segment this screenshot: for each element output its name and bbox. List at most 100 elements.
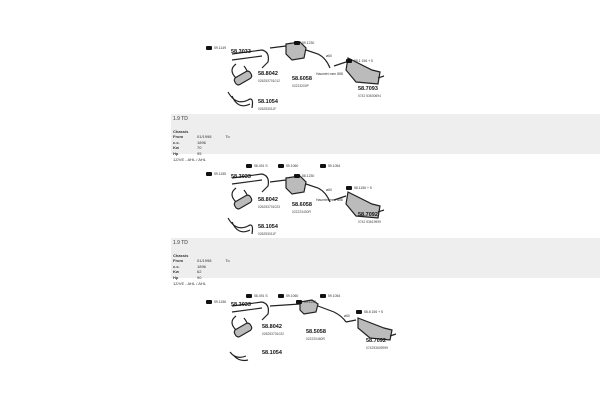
mounting-note: Haumtei men 858 xyxy=(316,72,343,76)
part-b-number: 58.8042 xyxy=(258,197,278,203)
engine-codes: 1Z/VE - AHL / AHL xyxy=(173,280,206,286)
part-b-number: 58.8042 xyxy=(262,324,282,330)
from-label: From xyxy=(173,134,183,140)
down-pipe xyxy=(227,217,254,235)
front-pipe xyxy=(231,301,269,321)
pipe-diameter: ø60 xyxy=(326,188,332,192)
clamp-icon xyxy=(278,164,284,168)
from-value: 01/1998 xyxy=(197,134,212,140)
clamp-icon xyxy=(346,186,352,190)
from-label: From xyxy=(173,258,183,264)
hp-value: 95 xyxy=(197,150,202,156)
part-b-oem: 026253701012 xyxy=(258,79,281,83)
part-b-oem: 026253701022 xyxy=(262,332,285,336)
engine-info-1: 1.9 TD Chassis From 01/1998 To c.c. 1896 Kw… xyxy=(173,116,230,162)
clamp-icon xyxy=(320,164,326,168)
clamp-icon xyxy=(296,300,302,304)
cc-value: 1896 xyxy=(197,139,206,145)
tail-pipe xyxy=(377,75,385,79)
tail-pipe xyxy=(377,209,385,213)
front-pipe xyxy=(231,173,269,193)
part-d-oem: 022220460R xyxy=(306,337,325,341)
part-c-number: 58.1054 xyxy=(262,350,282,356)
icon-2-code: 59.1060 xyxy=(286,164,299,168)
engine-codes: 1Z/VE - AHL / AHL xyxy=(173,156,206,162)
front-pipe xyxy=(231,49,269,69)
clamp-icon xyxy=(206,300,212,304)
part-a-number: 58.3033 xyxy=(231,174,251,180)
kw-label: Kw xyxy=(173,145,179,151)
icon-3-code: 59.1054 xyxy=(328,294,341,298)
part-c-oem: 026253011F xyxy=(258,232,277,236)
hp-label: Hp xyxy=(173,274,179,280)
mid-pipe xyxy=(305,49,331,69)
cc-value: 1896 xyxy=(197,263,206,269)
hp-label: Hp xyxy=(173,150,179,156)
clamp-e-code: 58.8 156 + 5 xyxy=(364,310,383,314)
mounting-note: Haumtei men 858 xyxy=(316,198,343,202)
clamp-icon xyxy=(320,294,326,298)
kw-value: 62 xyxy=(197,269,202,275)
part-c-number: 58.1054 xyxy=(258,224,278,230)
middle-silencer xyxy=(285,41,307,61)
cc-label: c.c. xyxy=(173,139,180,145)
clamp-mid-code: 58.1230 xyxy=(302,174,315,178)
rear-pipe xyxy=(333,195,347,201)
part-e-number: 58.7092 xyxy=(366,338,386,344)
down-pipe xyxy=(227,91,254,109)
part-e-number: 58.7092 xyxy=(358,212,378,218)
clamp-icon xyxy=(356,310,362,314)
rear-pipe xyxy=(345,319,357,323)
clamp-icon xyxy=(346,59,352,63)
clamp-a-code: 59.1156 xyxy=(214,300,227,304)
chassis-label: Chassis xyxy=(173,128,189,134)
part-e-oem: 0742 53619999 xyxy=(358,220,381,224)
part-d-number: 58.6058 xyxy=(292,76,312,82)
rear-silencer xyxy=(345,57,381,85)
middle-silencer xyxy=(299,299,319,315)
rear-silencer xyxy=(345,191,381,219)
down-pipe xyxy=(229,351,249,362)
icon-3-code: 59.1054 xyxy=(328,164,341,168)
mid-pipe xyxy=(317,305,347,323)
rear-silencer xyxy=(357,317,393,341)
clamp-icon xyxy=(294,174,300,178)
part-a-number: 58.3033 xyxy=(231,302,251,308)
part-c-number: 58.1054 xyxy=(258,99,278,105)
part-e-oem: 074253609999 xyxy=(366,346,389,350)
icon-1-code: 58.491 S xyxy=(254,294,268,298)
clamp-icon xyxy=(246,294,252,298)
chassis-label: Chassis xyxy=(173,252,189,258)
part-e-number: 58.7093 xyxy=(358,86,378,92)
engine-label: 1.9 TD xyxy=(173,240,188,246)
clamp-icon xyxy=(246,164,252,168)
part-d-number: 58.6058 xyxy=(292,202,312,208)
part-b-oem: 026253701023 xyxy=(258,205,281,209)
clamp-a-code: 59.1149 xyxy=(214,46,227,50)
icon-2-code: 59.1060 xyxy=(286,294,299,298)
exhaust-drawing xyxy=(229,299,397,362)
tail-pipe xyxy=(389,333,397,337)
exhaust-diagram-2: 58.491 S 59.1060 59.1054 59.1155 58.3033… xyxy=(0,160,600,280)
part-d-oem: 022223400R xyxy=(292,210,311,214)
middle-silencer xyxy=(285,175,307,195)
center-pipe xyxy=(269,179,287,183)
exhaust-diagram-1: 59.1149 58.3033 58.8042 026253701012 58.… xyxy=(0,40,600,160)
rear-pipe xyxy=(333,61,347,67)
clamp-mid-code: 59.1230 xyxy=(302,41,315,45)
icon-1-code: 58.491 S xyxy=(254,164,268,168)
pipe-diameter: ø60 xyxy=(344,314,350,318)
clamp-a-code: 59.1155 xyxy=(214,172,227,176)
to-label: To xyxy=(225,258,230,264)
from-value: 01/1998 xyxy=(197,258,212,264)
to-label: To xyxy=(225,134,230,140)
part-b-number: 58.8042 xyxy=(258,71,278,77)
engine-info-band-2 xyxy=(171,238,600,278)
clamp-icon xyxy=(278,294,284,298)
clamp-icon xyxy=(294,41,300,45)
engine-label: 1.9 TD xyxy=(173,116,188,122)
catalytic-converter xyxy=(233,194,253,210)
exhaust-diagram-3: 58.491 S 59.1060 59.1054 59.1156 58.3033… xyxy=(0,282,600,402)
part-c-oem: 026253011F xyxy=(258,107,277,111)
